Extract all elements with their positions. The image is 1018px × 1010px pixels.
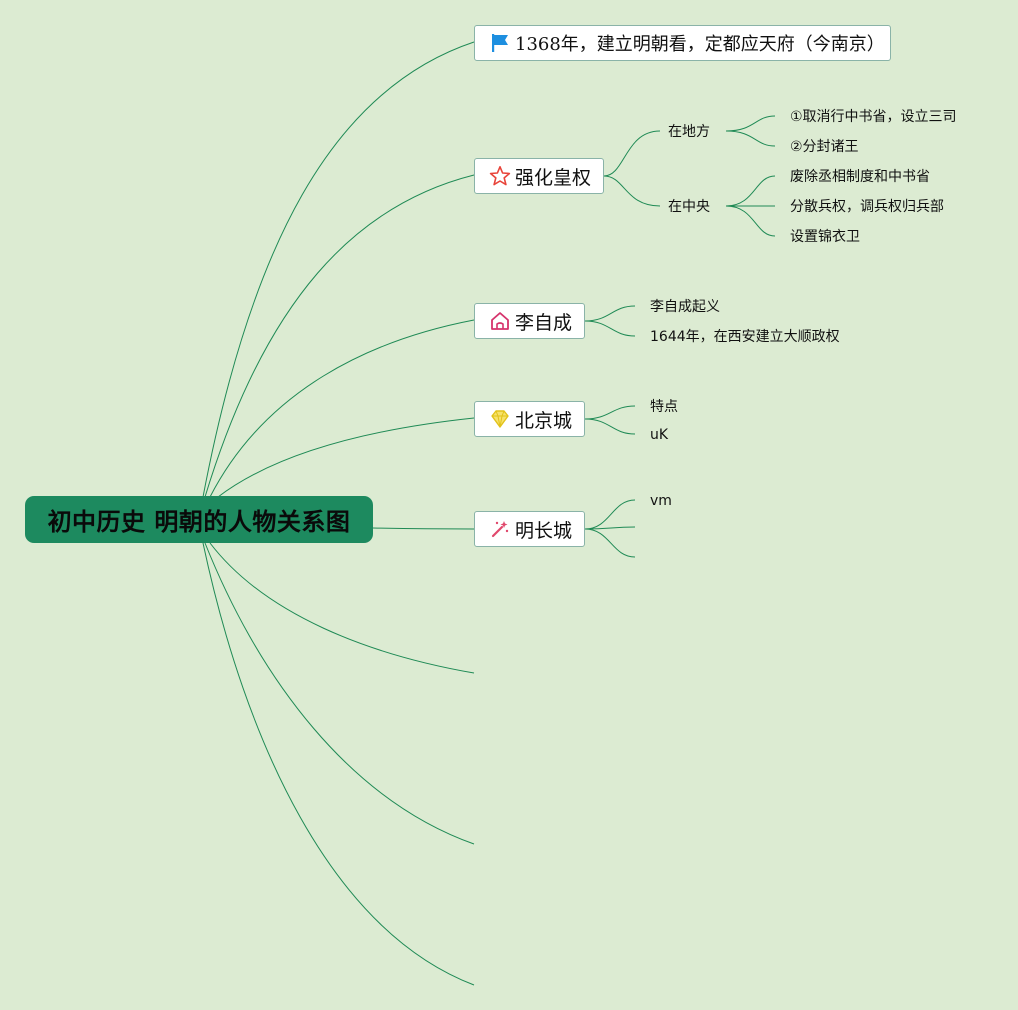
- central-topic-label: 初中历史 明朝的人物关系图: [47, 508, 351, 536]
- connector-root-empty-3: [202, 542, 475, 986]
- connector-difang-2: [725, 130, 776, 147]
- connector-changcheng-3: [584, 528, 636, 558]
- subtopic-item[interactable]: 分散兵权，调兵权归兵部: [790, 199, 944, 215]
- subtopic-difang[interactable]: 在地方: [668, 124, 710, 140]
- topic-lizicheng[interactable]: 李自成: [474, 303, 585, 339]
- connector-changcheng-1: [584, 499, 636, 530]
- topic-label: 李自成: [515, 311, 573, 334]
- connector-root-topic-3: [209, 319, 475, 498]
- diamond-icon: [489, 408, 511, 430]
- connector-root-empty-1: [209, 542, 475, 674]
- subtopic-item[interactable]: ①取消行中书省，设立三司: [790, 109, 957, 125]
- topic-beijing[interactable]: 北京城: [474, 401, 585, 437]
- connector-root-topic-4: [217, 417, 475, 498]
- subtopic-item[interactable]: 1644年，在西安建立大顺政权: [650, 329, 840, 345]
- connector-beijing-2: [584, 418, 636, 435]
- connector-changcheng-2: [584, 526, 636, 530]
- topic-label: 强化皇权: [515, 166, 592, 189]
- connector-difang-1: [725, 115, 776, 132]
- star-icon: [489, 165, 511, 187]
- flag-icon: [489, 32, 511, 54]
- connector-zhongyang-1: [725, 175, 776, 207]
- subtopic-item[interactable]: 设置锦衣卫: [790, 229, 860, 245]
- connector-beijing-1: [584, 405, 636, 420]
- house-icon: [489, 310, 511, 332]
- topic-huangquan[interactable]: 强化皇权: [474, 158, 604, 194]
- connector-root-topic-2: [204, 174, 475, 498]
- topic-label: 北京城: [515, 409, 573, 432]
- connector-root-empty-2: [204, 542, 475, 845]
- subtopic-zhongyang[interactable]: 在中央: [668, 199, 710, 215]
- subtopic-item[interactable]: 李自成起义: [650, 299, 720, 315]
- connector-lizicheng-2: [584, 320, 636, 337]
- connector-huangquan-difang: [603, 130, 661, 177]
- subtopic-item[interactable]: 废除丞相制度和中书省: [790, 169, 930, 185]
- subtopic-item[interactable]: vm: [650, 493, 672, 509]
- connector-zhongyang-3: [725, 205, 776, 237]
- topic-label: 明长城: [515, 519, 573, 542]
- connector-root-topic-1: [202, 41, 475, 498]
- subtopic-item[interactable]: uK: [650, 427, 669, 443]
- connector-root-topic-5: [372, 527, 475, 530]
- magic-wand-icon: [489, 518, 511, 540]
- topic-label: 1368年，建立明朝看，定都应天府（今南京）: [515, 34, 885, 55]
- connector-huangquan-zhongyang: [603, 175, 661, 207]
- central-topic[interactable]: 初中历史 明朝的人物关系图: [25, 496, 373, 543]
- subtopic-item[interactable]: 特点: [650, 399, 678, 415]
- topic-founding[interactable]: 1368年，建立明朝看，定都应天府（今南京）: [474, 25, 891, 61]
- subtopic-item[interactable]: ②分封诸王: [790, 139, 859, 155]
- topic-changcheng[interactable]: 明长城: [474, 511, 585, 547]
- connector-lizicheng-1: [584, 305, 636, 322]
